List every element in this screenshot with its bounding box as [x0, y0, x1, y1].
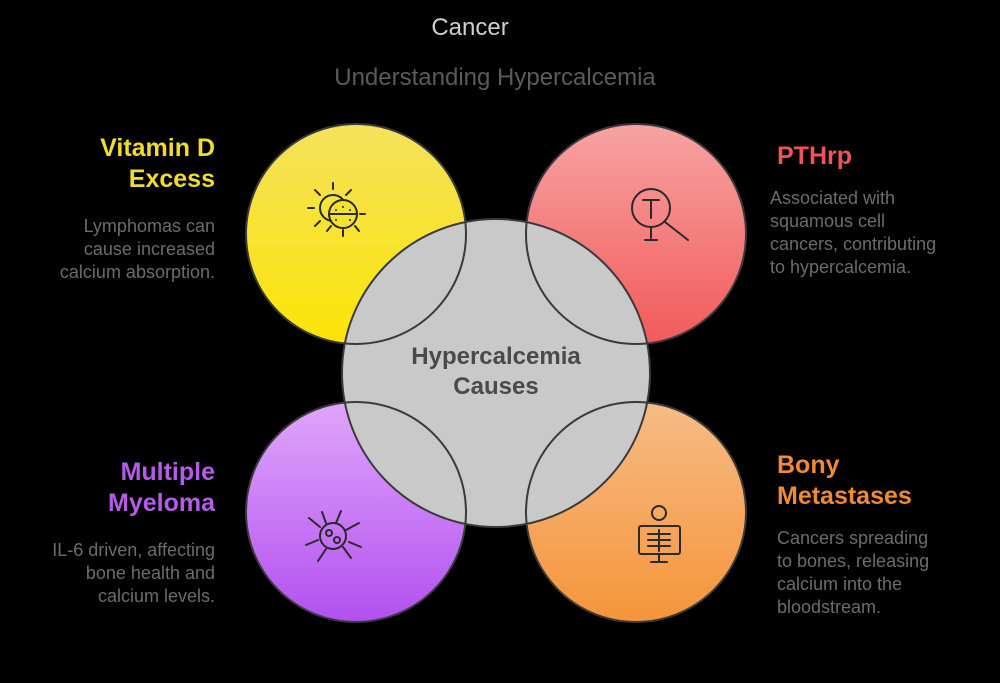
magnifying-glass-icon [631, 188, 689, 241]
center-label-line: Causes [453, 373, 539, 400]
header-kicker: Cancer [431, 14, 509, 41]
bony-metastases-title: Bony Metastases [777, 451, 912, 510]
bony-metastases-description: Cancers spreading to bones, releasing ca… [777, 528, 930, 617]
vitamin-d-title: Vitamin D Excess [100, 134, 215, 193]
multiple-myeloma-title: Multiple Myeloma [108, 458, 215, 517]
multiple-myeloma-description: IL-6 driven, affecting bone health and c… [52, 540, 215, 606]
pthrp-description: Associated with squamous cell cancers, c… [770, 188, 937, 277]
x-ray-icon [638, 505, 681, 563]
center-circle [341, 218, 651, 528]
sun-icon [307, 182, 366, 237]
pthrp-title: PTHrp [777, 142, 852, 170]
center-label: Hypercalcemia Causes [396, 342, 596, 402]
cell-icon [305, 510, 362, 562]
center-label-line: Hypercalcemia [411, 343, 581, 370]
vitamin-d-description: Lymphomas can cause increased calcium ab… [59, 216, 215, 282]
page-subtitle: Understanding Hypercalcemia [334, 64, 656, 91]
